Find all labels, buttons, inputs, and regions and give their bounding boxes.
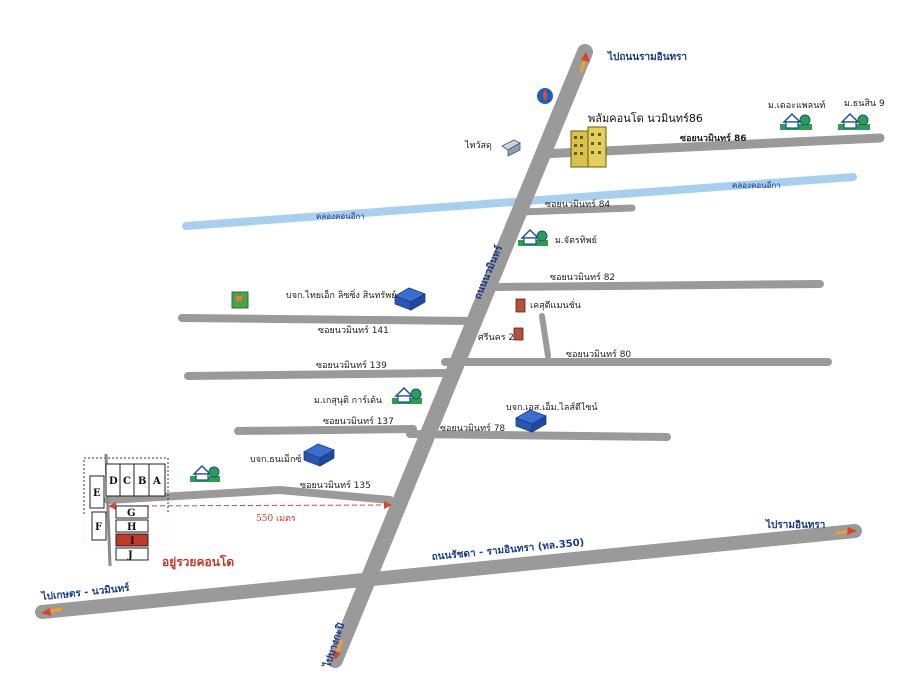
distance-arrow-right-icon xyxy=(384,501,392,509)
label-m-the-plant: ม.เดอะแพลนท์ xyxy=(768,99,825,111)
mansion-icon xyxy=(515,298,526,313)
label-k-suite: เคสุตีเเมนชั่น xyxy=(530,298,581,311)
label-m-thanasin: ม.ธนสิน 9 xyxy=(844,98,885,109)
road-soi-137 xyxy=(234,425,417,435)
arrow-right-icon xyxy=(835,527,857,535)
svg-text:I: I xyxy=(130,536,135,547)
label-bj-os: บจก.เอส.เอ็ม.ไลส์ดีไซน์ xyxy=(506,400,598,413)
road-nawamin-main xyxy=(327,44,593,668)
park-icon xyxy=(231,291,249,309)
palm-condo-building-icon xyxy=(570,126,607,168)
svg-text:F: F xyxy=(95,522,102,533)
label-direction-top: ไปถนนรามอินทรา xyxy=(607,50,687,63)
road-ratchada-ramintra xyxy=(35,524,862,619)
block-e: E xyxy=(89,475,105,509)
arrow-left-icon xyxy=(41,607,63,616)
road-soi-80-branch xyxy=(539,313,551,359)
road-soi-135 xyxy=(104,486,394,504)
label-distance: 550 เมตร xyxy=(256,514,296,524)
label-ayuruay-condo: อยู่รวยคอนโด xyxy=(162,554,234,570)
svg-text:B: B xyxy=(138,476,146,487)
svg-text:C: C xyxy=(123,476,131,487)
label-soi-82: ซอยนวมินทร์ 82 xyxy=(550,271,615,283)
condo-site-plan: A B C D E F G H xyxy=(60,453,180,567)
block-f: F xyxy=(91,511,107,541)
block-c: C xyxy=(119,463,135,497)
block-a: A xyxy=(148,463,166,497)
label-srinakhon: ศรีนคร 2 xyxy=(478,332,514,343)
block-j: J xyxy=(115,547,149,561)
arrow-bottom-icon xyxy=(332,639,344,660)
svg-text:H: H xyxy=(127,522,136,533)
label-soi-80: ซอยนวมินทร์ 80 xyxy=(566,348,631,360)
company-building-icon xyxy=(515,409,547,433)
road-soi-82 xyxy=(491,280,824,291)
village-icon xyxy=(838,112,870,130)
block-b: B xyxy=(133,463,150,497)
distance-arrow-left-icon xyxy=(108,502,116,510)
label-soi-141: ซอยนวมินทร์ 141 xyxy=(318,324,389,336)
mansion-icon xyxy=(513,327,524,341)
label-palm-condo: พลัมคอนโด นวมินทร์86 xyxy=(588,111,703,125)
label-thaiwatsadu: ไทวัสดุ xyxy=(464,140,492,151)
svg-text:D: D xyxy=(109,476,118,487)
village-icon xyxy=(190,464,220,482)
road-soi-139 xyxy=(184,369,449,380)
distance-line xyxy=(111,504,389,507)
svg-text:J: J xyxy=(127,550,133,561)
label-canal-left: คลองคอนอีกา xyxy=(316,212,365,221)
label-soi-135: ซอยนวมินทร์ 135 xyxy=(300,479,371,491)
label-canal-right: คลองคอนอีกา xyxy=(732,181,781,190)
village-icon xyxy=(392,386,422,404)
svg-text:A: A xyxy=(152,476,161,487)
road-soi-141 xyxy=(178,314,476,325)
village-icon xyxy=(780,112,812,130)
arrow-top-icon xyxy=(579,52,590,73)
label-m-chatrathip: ม.จัตรทิพย์ xyxy=(555,234,597,246)
label-soi-84: ซอยนวมินทร์ 84 xyxy=(545,198,610,210)
road-soi-78 xyxy=(406,430,671,441)
store-icon xyxy=(501,139,521,157)
company-building-icon xyxy=(303,443,335,467)
block-h: H xyxy=(115,519,149,533)
block-g: G xyxy=(115,505,149,519)
label-soi-86: ซอยนวมินทร์ 86 xyxy=(680,132,747,144)
road-soi-84 xyxy=(516,204,636,216)
label-soi-137: ซอยนวมินทร์ 137 xyxy=(323,415,394,427)
gas-station-icon xyxy=(537,88,553,104)
label-soi-78: ซอยนวมินทร์ 78 xyxy=(440,422,505,434)
svg-text:G: G xyxy=(127,508,136,519)
label-bj-thanamex: บจก.ธนเม็กซ์ xyxy=(250,452,302,465)
company-building-icon xyxy=(394,287,426,311)
svg-text:E: E xyxy=(93,488,101,499)
block-d: D xyxy=(105,463,121,497)
block-i: I xyxy=(115,533,149,547)
label-soi-139: ซอยนวมินทร์ 139 xyxy=(316,359,387,371)
label-direction-right: ไปรามอินทรา xyxy=(765,518,825,531)
label-m-kasem-garden: ม.เกสุนุติ การ์เด้น xyxy=(314,394,382,406)
village-icon xyxy=(518,228,548,246)
label-bj-thaiyok: บจก.ไทยเอ็ก ลิซซิ่ง สินทรัพย์ xyxy=(286,288,396,301)
